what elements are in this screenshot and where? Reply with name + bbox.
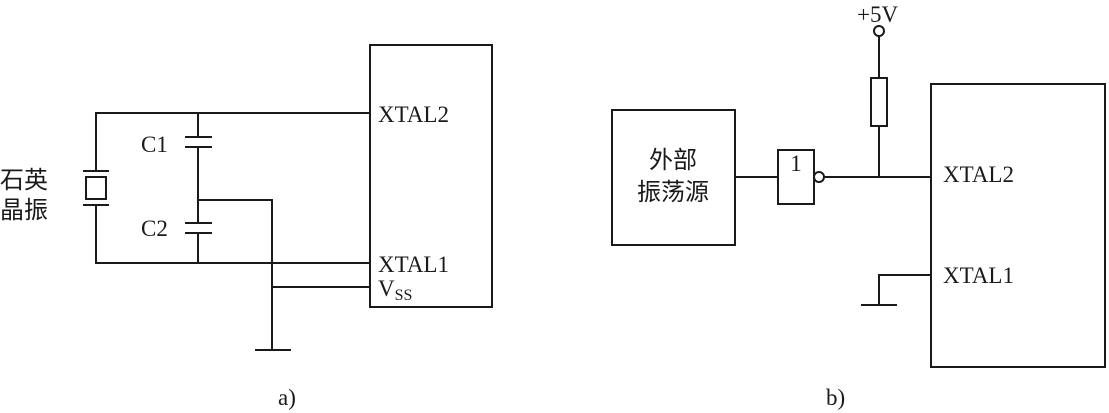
chip-b-pin-xtal2: XTAL2 xyxy=(943,162,1014,187)
gate-label: 1 xyxy=(790,151,802,176)
supply-terminal xyxy=(873,25,885,37)
diagram-a: XTAL2 XTAL1 VSS 石英 晶振 C1 C2 xyxy=(0,44,493,410)
chip-a-pin-xtal2: XTAL2 xyxy=(378,102,449,127)
crystal-symbol xyxy=(83,170,109,206)
inverter-bubble xyxy=(813,171,825,183)
capacitor-c2 xyxy=(185,222,212,234)
wire-xtal1-to-ground xyxy=(878,274,932,306)
chip-a-pin-xtal1: XTAL1 xyxy=(378,252,449,277)
source-label-line1: 外部 xyxy=(649,146,697,174)
capacitor-c1 xyxy=(185,136,212,148)
chip-b-pin-xtal1: XTAL1 xyxy=(943,263,1014,288)
pullup-resistor xyxy=(870,77,888,127)
chip-b-body xyxy=(930,83,1106,368)
c1-label: C1 xyxy=(141,132,168,157)
supply-label: +5V xyxy=(857,2,898,27)
inverter-gate xyxy=(777,149,815,205)
chip-a-pin-vss: VSS xyxy=(378,276,412,304)
c2-label: C2 xyxy=(141,216,168,241)
wire-xtal2-a xyxy=(95,112,371,172)
diagram-b: 外部 振荡源 1 +5V XTAL2 XTAL1 b) xyxy=(611,2,1106,410)
wire-cap-mid-to-ground xyxy=(197,199,273,351)
wire-xtal1-a xyxy=(95,204,371,264)
crystal-label-line1: 石英 xyxy=(0,166,48,194)
caption-a: a) xyxy=(278,385,296,410)
crystal-label-line2: 晶振 xyxy=(0,196,48,224)
caption-b: b) xyxy=(826,385,845,410)
source-label-line2: 振荡源 xyxy=(637,178,709,206)
chip-a-body xyxy=(369,44,493,308)
